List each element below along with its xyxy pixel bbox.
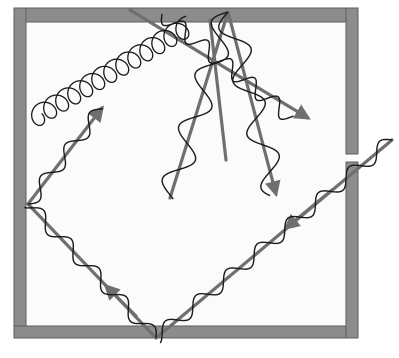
enclosure-walls — [14, 8, 358, 338]
wall-right-lower — [346, 162, 358, 338]
wall-top — [14, 8, 358, 22]
wall-right-upper — [346, 8, 358, 154]
wall-interior — [26, 22, 348, 326]
wall-bottom — [14, 326, 358, 338]
wall-left — [14, 8, 26, 338]
